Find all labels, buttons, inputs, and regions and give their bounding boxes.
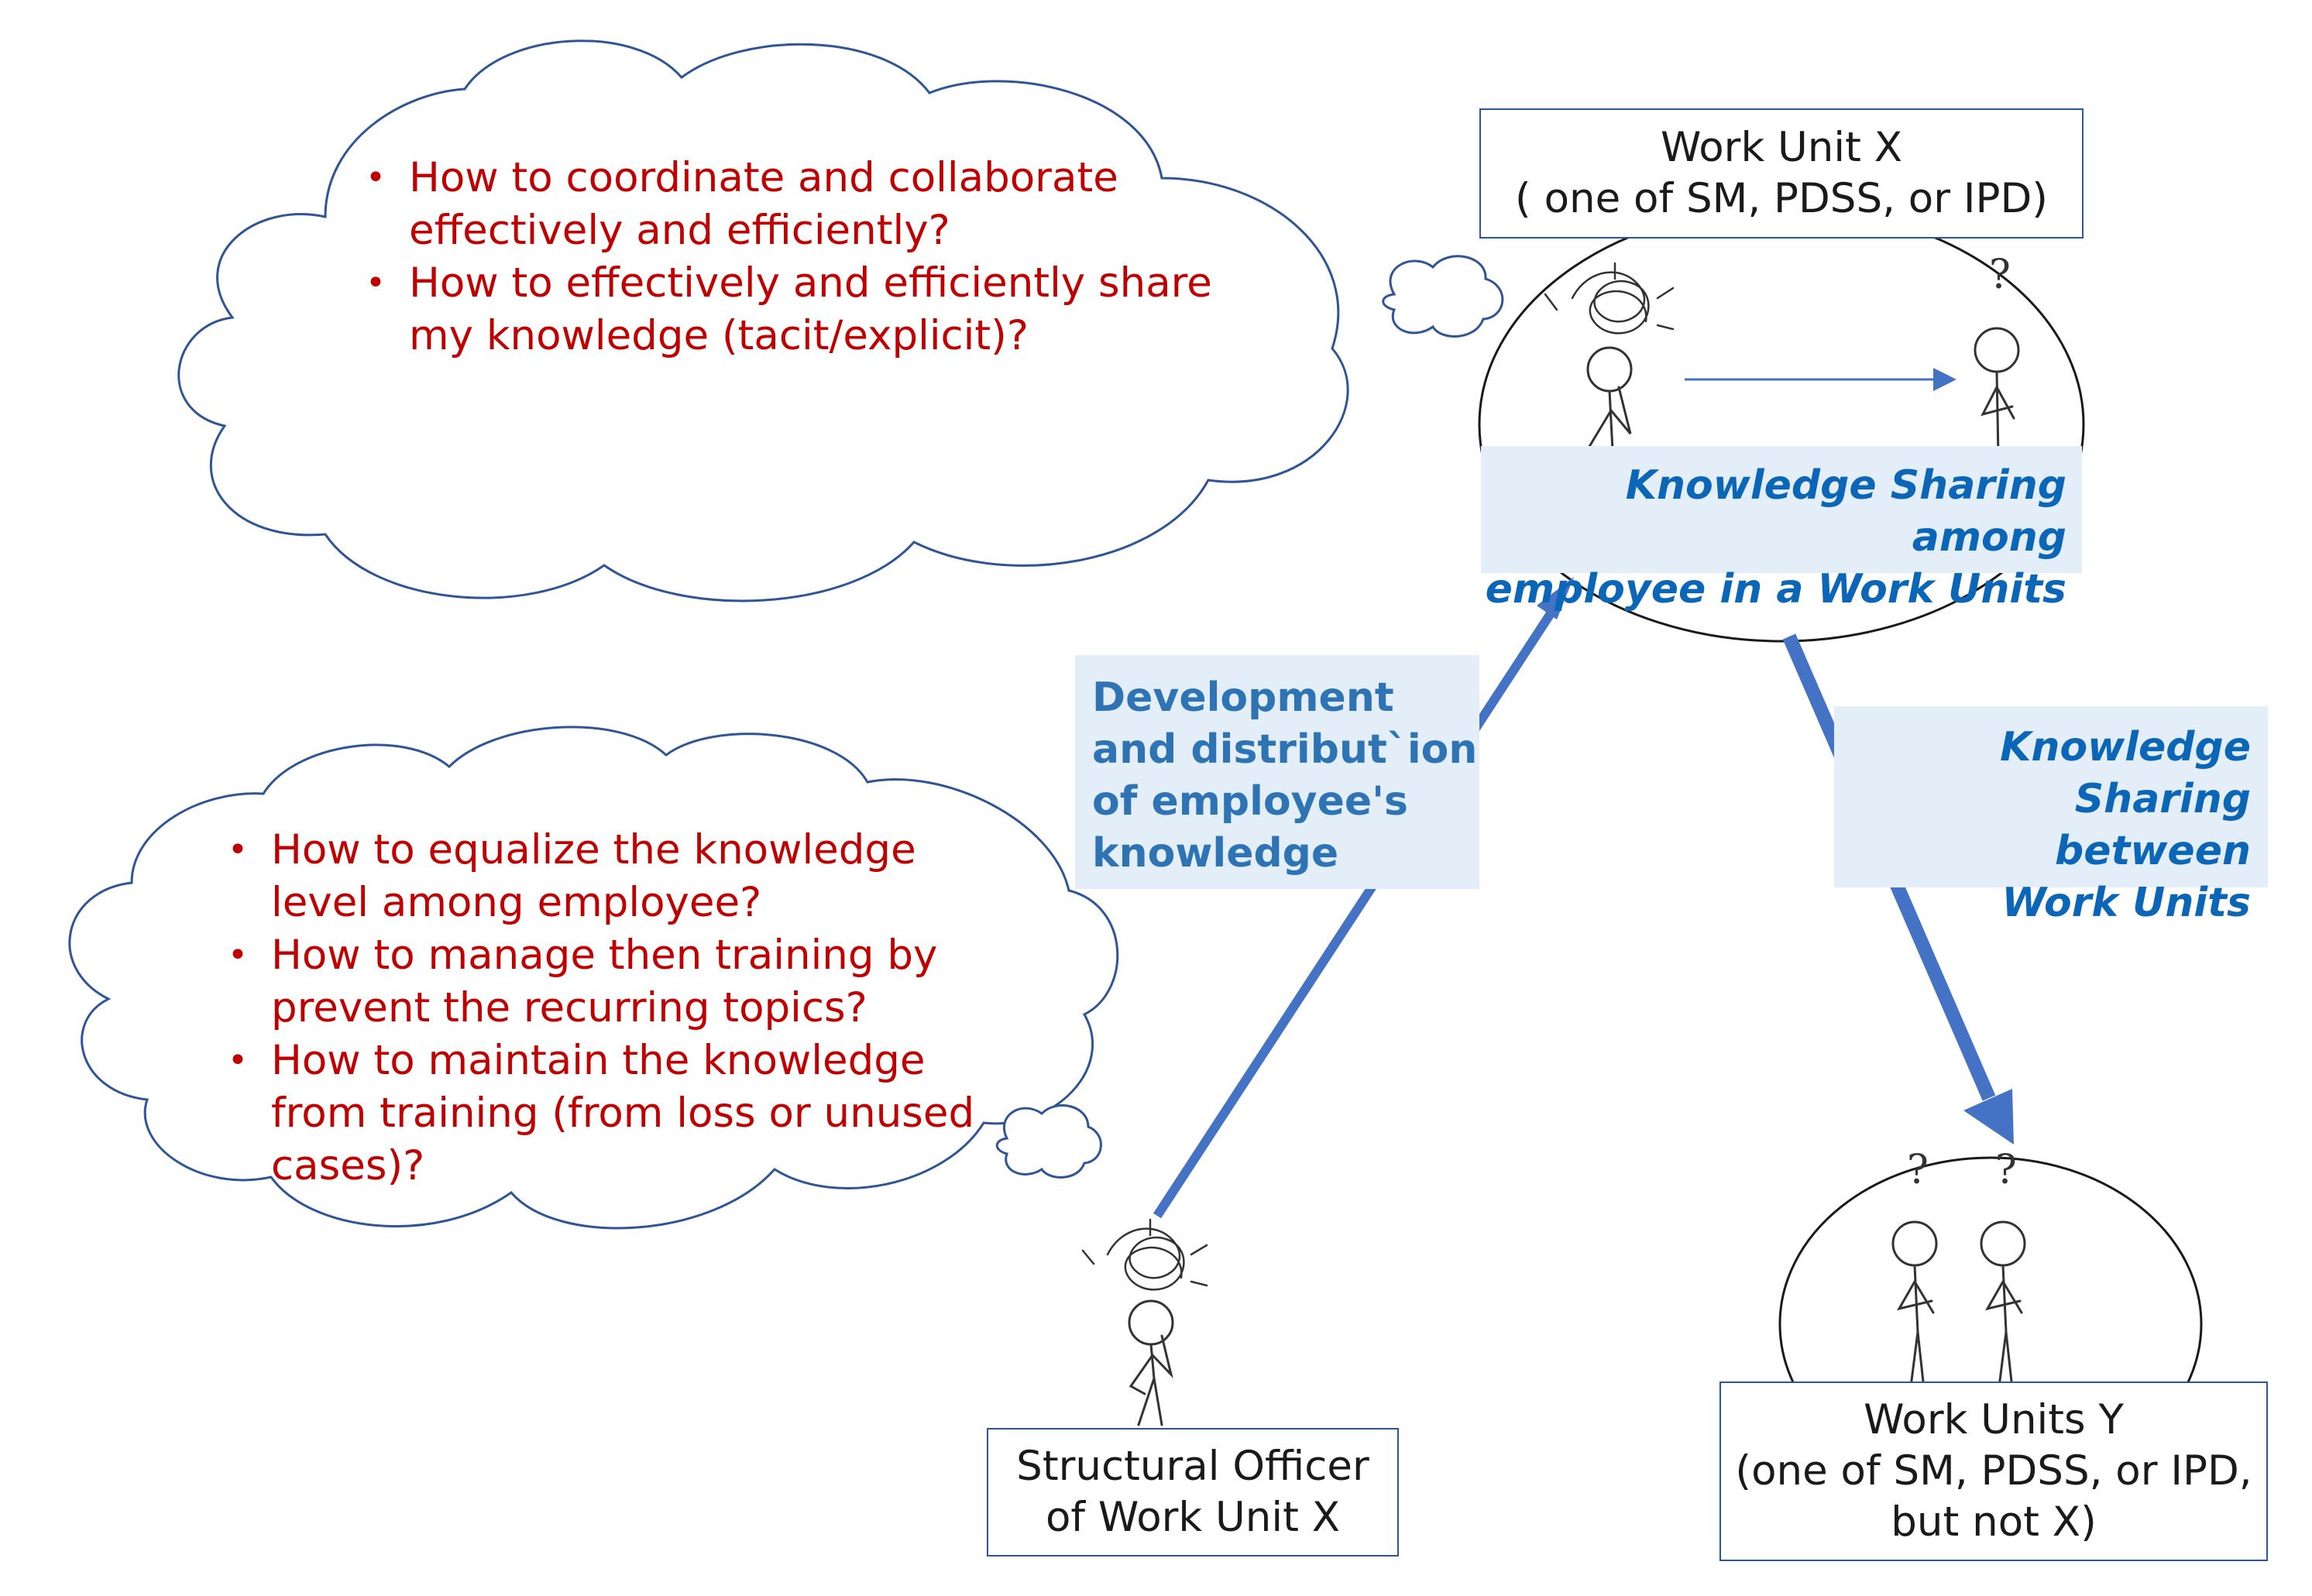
structural-officer-box: Structural Officer of Work Unit X [987, 1428, 1399, 1557]
box-line: (one of SM, PDSS, or IPD, [1735, 1447, 2252, 1495]
label-line: knowledge [1092, 830, 1339, 877]
tangled-thoughts-icon [1544, 262, 1675, 335]
label-line: Development [1092, 674, 1394, 721]
question-item: How to coordinate and collaborate effect… [366, 152, 1233, 257]
question-item: How to effectively and efficiently share… [366, 257, 1233, 362]
question-item: How to equalize the knowledge level amon… [228, 824, 1018, 929]
label-knowledge-sharing-among-employee: Knowledge Sharing among employee in a Wo… [1481, 446, 2082, 613]
tangled-thoughts-icon [1081, 1218, 1208, 1291]
confused-stick-figure-icon [1081, 1218, 1208, 1426]
box-line: of Work Unit X [1045, 1494, 1341, 1541]
label-line: Knowledge Sharing among [1625, 462, 2066, 561]
development-arrow [1153, 577, 1574, 1219]
label-line: between [2055, 828, 2251, 874]
question-item: How to manage then training by prevent t… [228, 929, 1018, 1035]
thought-cloud-top-questions: How to coordinate and collaborate effect… [366, 152, 1233, 362]
question-mark: ? [1995, 1147, 2017, 1193]
box-line: but not X) [1891, 1498, 2097, 1546]
work-unit-x-box: Work Unit X ( one of SM, PDSS, or IPD) [1479, 108, 2084, 239]
label-line: and distribut`ion [1092, 726, 1478, 773]
label-line: employee in a Work Units [1485, 566, 2066, 613]
label-line: of employee's [1092, 778, 1408, 825]
label-development-and-distribution: Development and distribut`ion of employe… [1075, 655, 1479, 889]
wondering-stick-figure-icon [1891, 1220, 1938, 1419]
label-line: Knowledge Sharing [2000, 724, 2251, 822]
box-line: Structural Officer [1016, 1443, 1369, 1490]
wondering-stick-figure-icon [1980, 1220, 2026, 1419]
label-line: Work Units [2001, 880, 2251, 926]
label-knowledge-sharing-between-units: Knowledge Sharing between Work Units [1834, 706, 2268, 926]
question-mark: ? [1907, 1147, 1929, 1193]
question-mark: ? [1989, 252, 2011, 298]
box-line: ( one of SM, PDSS, or IPD) [1515, 175, 2048, 222]
question-item: How to maintain the knowledge from train… [228, 1035, 1018, 1193]
thought-cloud-bottom-questions: How to equalize the knowledge level amon… [228, 824, 1018, 1193]
box-line: Work Units Y [1864, 1396, 2124, 1443]
work-units-y-box: Work Units Y (one of SM, PDSS, or IPD, b… [1719, 1381, 2268, 1561]
box-line: Work Unit X [1660, 124, 1903, 171]
